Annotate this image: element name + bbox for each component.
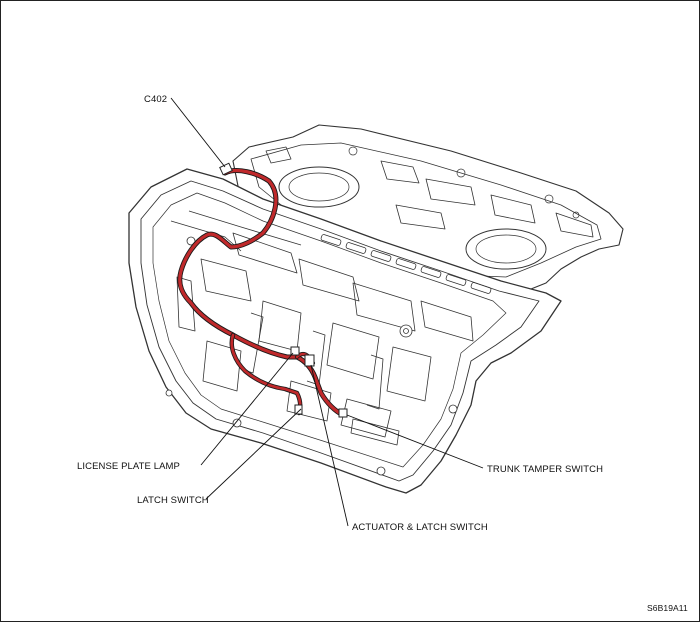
leader-lines bbox=[170, 97, 484, 527]
harness-connectors bbox=[219, 162, 348, 418]
latch-connector bbox=[294, 404, 303, 415]
right-speaker-opening bbox=[465, 228, 547, 270]
actuator-connector bbox=[304, 354, 315, 367]
callout-license-plate-lamp: LICENSE PLATE LAMP bbox=[77, 461, 180, 472]
license-lamp-connector bbox=[290, 346, 300, 356]
callout-trunk-tamper-switch: TRUNK TAMPER SWITCH bbox=[487, 464, 604, 475]
leader-trunk-tamper-switch bbox=[346, 414, 484, 469]
callout-c402: C402 bbox=[144, 94, 168, 105]
callout-latch-switch: LATCH SWITCH bbox=[137, 495, 209, 506]
leader-latch-switch bbox=[205, 408, 302, 500]
left-speaker-opening bbox=[278, 166, 360, 208]
slot-strip bbox=[320, 234, 492, 294]
figure-code: S6B19A11 bbox=[647, 603, 688, 613]
trunk-lid-inner-panel bbox=[128, 168, 562, 494]
leader-actuator-latch-switch bbox=[310, 364, 349, 527]
leader-c402 bbox=[170, 97, 226, 168]
callout-actuator-latch-switch: ACTUATOR & LATCH SWITCH bbox=[352, 522, 488, 533]
c402-connector bbox=[219, 162, 233, 176]
leader-license-plate-lamp bbox=[200, 352, 294, 466]
trunk-tamper-connector bbox=[338, 408, 348, 418]
